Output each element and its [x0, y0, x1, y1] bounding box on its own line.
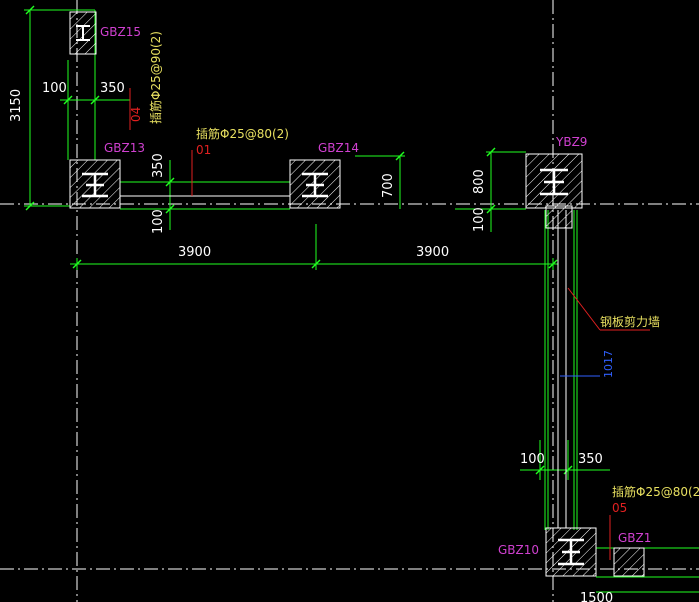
dim-100-ybz9: 100 — [472, 207, 487, 232]
dim-3150: 3150 — [9, 89, 24, 122]
steel-wall — [120, 195, 567, 528]
dim-350-gbz13: 350 — [151, 153, 166, 178]
wall-label: 钢板剪力墙 — [600, 314, 660, 329]
note-04-code: 04 — [129, 107, 143, 122]
blue-mark-text: 1017 — [602, 350, 615, 378]
dim-1500: 1500 — [580, 591, 613, 602]
tag-gbz14: GBZ14 — [318, 141, 359, 155]
tag-gbz1: GBZ1 — [618, 531, 651, 545]
column-ybz9[interactable] — [525, 153, 583, 229]
tag-ybz9: YBZ9 — [555, 135, 587, 149]
column-gbz10[interactable] — [545, 527, 597, 577]
column-gbz15[interactable] — [69, 11, 97, 55]
dimension-ticks — [25, 5, 573, 475]
note-01-text: 插筋Φ25@80(2) — [196, 126, 289, 141]
dim-350-top: 350 — [100, 81, 125, 96]
dim-350-wall: 350 — [578, 452, 603, 467]
column-gbz13[interactable] — [69, 159, 121, 209]
note-04-text: 插筋Φ25@90(2) — [148, 31, 163, 124]
dim-800: 800 — [472, 169, 487, 194]
dim-100-top: 100 — [42, 81, 67, 96]
note-05-text: 插筋Φ25@80(2) — [612, 484, 699, 499]
dim-700: 700 — [381, 173, 396, 198]
tag-gbz13: GBZ13 — [104, 141, 145, 155]
dim-3900-right: 3900 — [416, 245, 449, 260]
tag-gbz10: GBZ10 — [498, 543, 539, 557]
dimension-lines — [24, 9, 699, 593]
red-leaders — [129, 88, 650, 560]
dim-3900-left: 3900 — [178, 245, 211, 260]
dim-100-wall: 100 — [520, 452, 545, 467]
note-01-code: 01 — [196, 143, 211, 157]
column-gbz14[interactable] — [289, 159, 341, 209]
dim-100-gbz13: 100 — [151, 209, 166, 234]
note-05-code: 05 — [612, 501, 627, 515]
column-gbz1[interactable] — [613, 547, 645, 577]
tag-gbz15: GBZ15 — [100, 25, 141, 39]
